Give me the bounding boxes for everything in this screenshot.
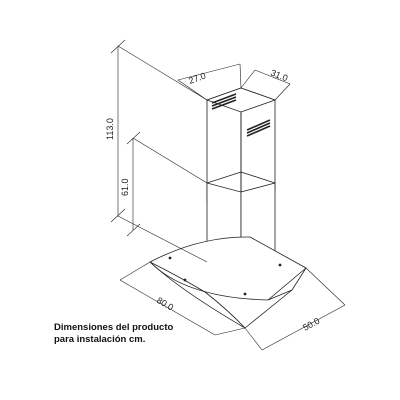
caption-line-2: para instalación cm. <box>54 334 146 345</box>
caption-line-1: Dimensiones del producto <box>54 322 174 333</box>
dim-hood-depth: 50.0 <box>301 316 321 333</box>
dimensions-caption: Dimensiones del producto para instalació… <box>54 322 173 346</box>
glass-canopy-curve <box>149 261 293 329</box>
dim-chimney-depth: 31.0 <box>269 68 289 84</box>
dim-height-total: 113.0 <box>105 118 115 140</box>
dim-height-chimney: 61.0 <box>120 178 130 196</box>
dim-chimney-width: 27.0 <box>187 70 207 85</box>
upper-vent-slats <box>211 93 271 137</box>
glass-canopy-top <box>149 236 307 301</box>
